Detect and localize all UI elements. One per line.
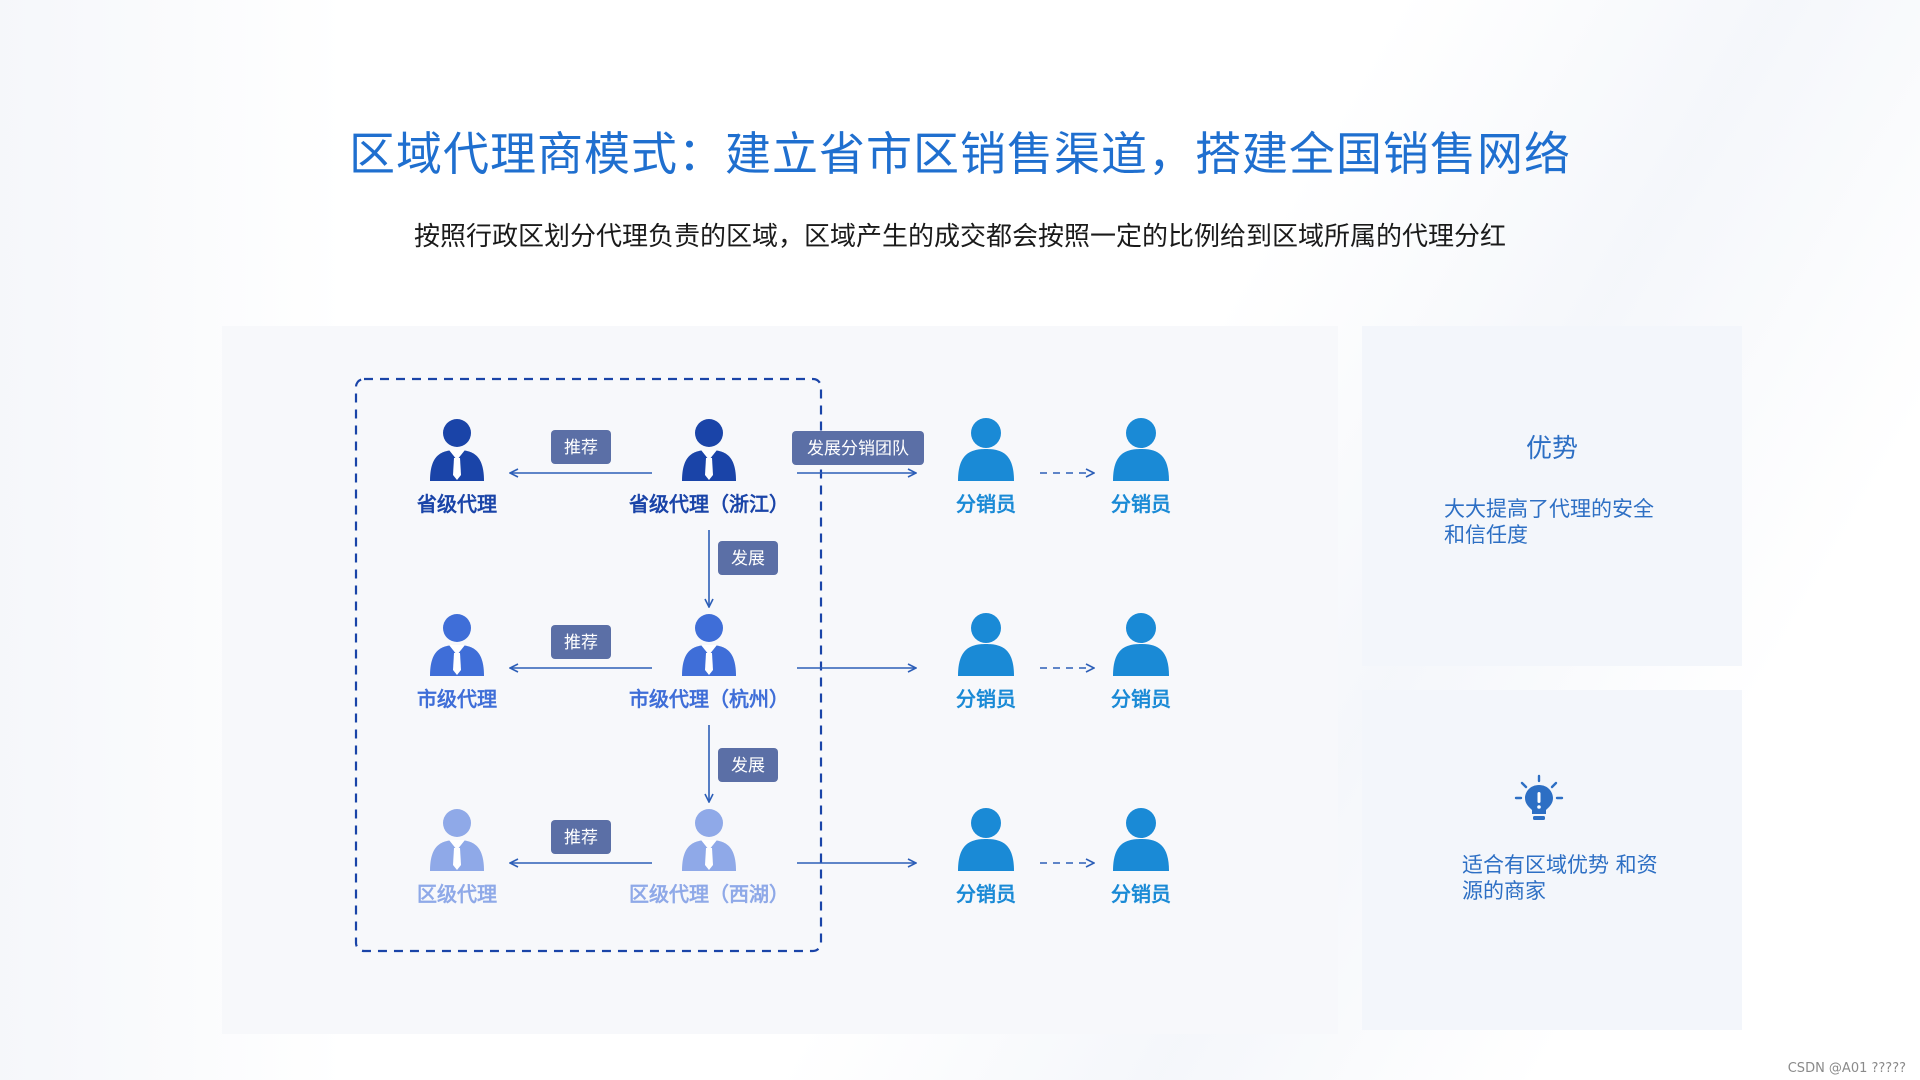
develop-tag-1-label: 发展 (731, 756, 765, 776)
recommend-tag-0-bg (551, 430, 611, 464)
team-tag-bg (792, 431, 924, 465)
recommend-tag-2-bg (551, 820, 611, 854)
distributor-icon-2-b (1113, 808, 1169, 871)
team-tag-label: 发展分销团队 (807, 439, 909, 459)
develop-tag-1: 发展 (718, 748, 778, 782)
recommend-tag-2-label: 推荐 (564, 828, 598, 848)
region-dashed-box (354, 377, 823, 953)
develop-tag-1-bg (718, 748, 778, 782)
agent-left-label-2: 区级代理 (417, 882, 497, 906)
agent-center-label-1: 市级代理（杭州） (629, 687, 789, 711)
advantage-card: 优势 大大提高了代理的安全和信任度 (1362, 326, 1742, 666)
develop-tag-0: 发展 (718, 541, 778, 575)
agent-center-label-0: 省级代理（浙江） (628, 492, 789, 516)
distributor-label-2-b: 分销员 (1111, 882, 1171, 906)
agent-icon-left-2 (430, 809, 484, 871)
recommend-tag-1-bg (551, 625, 611, 659)
team-tag: 发展分销团队 (792, 431, 924, 465)
develop-tag-0-bg (718, 541, 778, 575)
advantage-title: 优势 (1525, 434, 1578, 464)
distributor-icon-2-a (958, 808, 1014, 871)
distributor-label-2-a: 分销员 (956, 882, 1016, 906)
diagram-panel (222, 326, 1338, 1034)
agent-icon-center-0 (682, 419, 736, 481)
distributor-icon-0-a (958, 418, 1014, 481)
agent-icon-center-2 (682, 809, 736, 871)
lightbulb-icon (1514, 774, 1564, 820)
page-title: 区域代理商模式：建立省市区销售渠道，搭建全国销售网络 (349, 127, 1571, 181)
distributor-label-0-a: 分销员 (956, 492, 1016, 516)
agent-left-label-1: 市级代理 (417, 687, 497, 711)
agent-icon-center-1 (682, 614, 736, 676)
distributor-icon-0-b (1113, 418, 1169, 481)
distributor-label-1-a: 分销员 (956, 687, 1016, 711)
recommend-tag-1-label: 推荐 (564, 633, 598, 653)
distributor-icon-1-b (1113, 613, 1169, 676)
suitable-card: 适合有区域优势 和资源的商家 (1362, 690, 1742, 1030)
agent-left-label-0: 省级代理 (416, 492, 497, 516)
recommend-tag-0-label: 推荐 (564, 438, 598, 458)
page-subtitle: 按照行政区划分代理负责的区域，区域产生的成交都会按照一定的比例给到区域所属的代理… (413, 222, 1506, 252)
recommend-tag-0: 推荐 (551, 430, 611, 464)
distributor-label-0-b: 分销员 (1111, 492, 1171, 516)
develop-tag-0-label: 发展 (731, 549, 765, 569)
agent-icon-left-1 (430, 614, 484, 676)
distributor-icon-1-a (958, 613, 1014, 676)
agent-center-label-2: 区级代理（西湖） (629, 882, 789, 906)
agent-icon-left-0 (430, 419, 484, 481)
distributor-label-1-b: 分销员 (1111, 687, 1171, 711)
source-caption: CSDN @A01 ????? (1787, 1061, 1906, 1076)
suitable-text: 适合有区域优势 和资源的商家 (1462, 853, 1658, 903)
recommend-tag-2: 推荐 (551, 820, 611, 854)
recommend-tag-1: 推荐 (551, 625, 611, 659)
advantage-text: 大大提高了代理的安全和信任度 (1444, 497, 1654, 547)
